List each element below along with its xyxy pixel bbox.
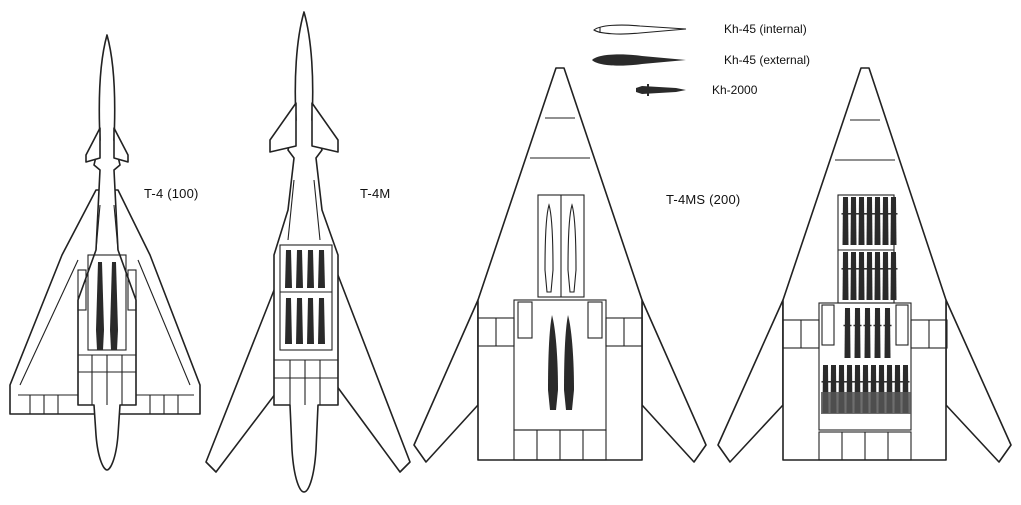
legend-kh2000-label: Kh-2000 (712, 83, 758, 97)
kh2000-missile (864, 308, 871, 358)
kh2000-missile (882, 252, 889, 300)
kh2000-missile (858, 252, 865, 300)
kh2000-missile (874, 308, 881, 358)
kh2000-missile (858, 197, 865, 245)
t4m-missiles (285, 250, 325, 344)
kh2000-missile (874, 197, 881, 245)
legend-kh45-internal-label: Kh-45 (internal) (724, 22, 807, 36)
t4ms-1-missiles (544, 203, 577, 410)
t4-missiles (96, 262, 118, 350)
kh2000-missile (850, 197, 857, 245)
t4-planform (9, 34, 201, 471)
kh2000-missile (854, 308, 861, 358)
kh2000-missile (866, 197, 873, 245)
kh2000-missile (866, 252, 873, 300)
t4-label: T-4 (100) (144, 186, 199, 201)
kh2000-missile (890, 197, 897, 245)
kh2000-blurred-band (821, 392, 911, 414)
kh2000-missile (890, 252, 897, 300)
t4ms-planform-2 (717, 67, 1012, 463)
t4ms-2-missiles (821, 197, 911, 414)
kh2000-missile (842, 197, 849, 245)
legend-kh45-external-label: Kh-45 (external) (724, 53, 811, 67)
legend-kh45-internal-icon (593, 24, 687, 35)
t4m-label: T-4M (360, 186, 391, 201)
legend-kh45-external-icon (592, 54, 686, 66)
t4m-planform (205, 11, 411, 493)
kh2000-missile (842, 252, 849, 300)
t4ms-label: T-4MS (200) (666, 192, 741, 207)
kh2000-missile (850, 252, 857, 300)
kh2000-missile (884, 308, 891, 358)
kh2000-missile (844, 308, 851, 358)
legend-kh2000-icon (636, 84, 686, 96)
t4ms-planform-1 (413, 67, 707, 463)
kh2000-missile (882, 197, 889, 245)
kh2000-missile (874, 252, 881, 300)
